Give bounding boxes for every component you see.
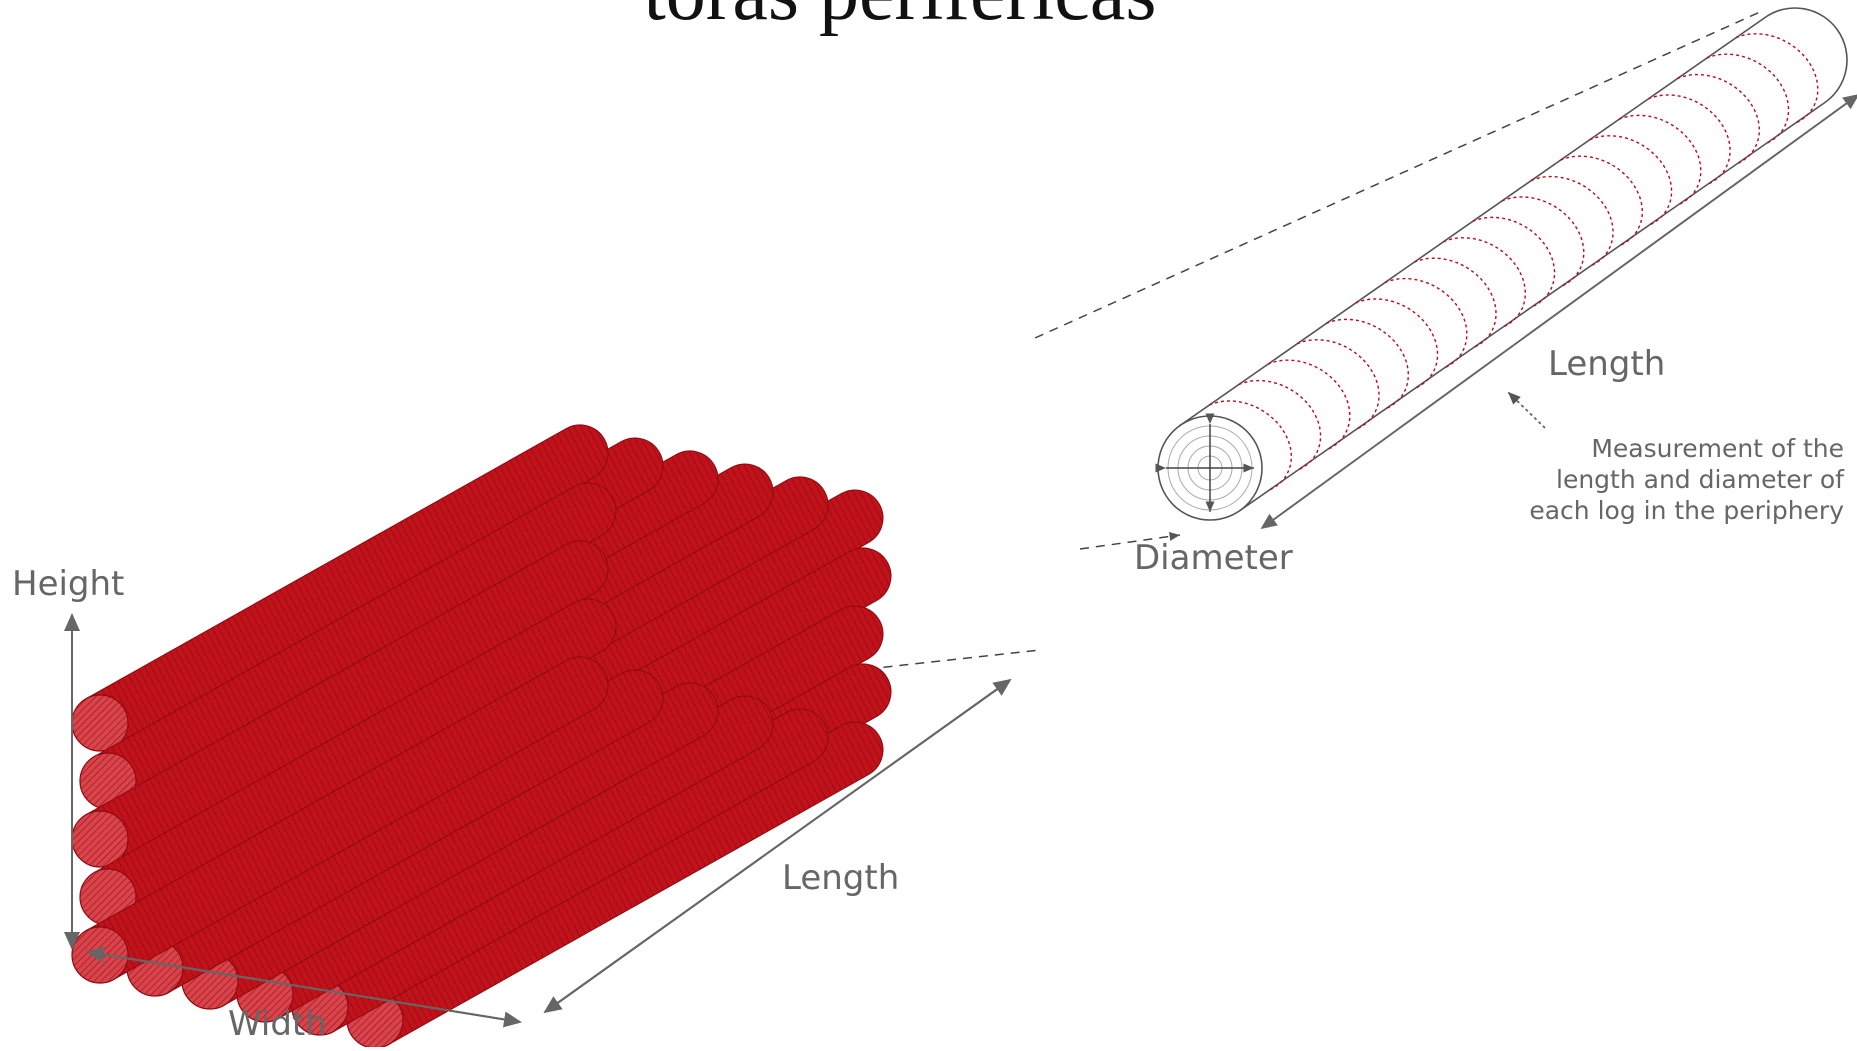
projection-line-top bbox=[1034, 11, 1761, 339]
log-ring-marker bbox=[1326, 318, 1409, 410]
measurement-pointer bbox=[1507, 391, 1546, 429]
log-ring-marker bbox=[1589, 135, 1673, 226]
length-arrow-back bbox=[543, 679, 1011, 1014]
single-log-detail bbox=[1155, 7, 1848, 521]
log-length-arrow-back bbox=[1260, 94, 1857, 530]
page-title: toras periféricas bbox=[0, 0, 1800, 39]
log-dimensions bbox=[1260, 93, 1857, 530]
projection-lines bbox=[469, 11, 1761, 714]
log-ring-marker bbox=[1530, 175, 1614, 267]
log-ring-marker bbox=[1384, 277, 1468, 369]
log-length-label: Length bbox=[1548, 344, 1666, 384]
width-arrow-back bbox=[86, 946, 521, 1023]
projection-line-diameter bbox=[1079, 531, 1181, 550]
log-ring-marker bbox=[1413, 257, 1497, 349]
log-ring-marker bbox=[1647, 94, 1731, 185]
log-ring-marker bbox=[1355, 298, 1439, 389]
single-log-body bbox=[1179, 7, 1848, 512]
log-ring-marker bbox=[1560, 155, 1643, 247]
height-label: Height bbox=[12, 564, 125, 604]
log-ring-marker bbox=[1706, 53, 1790, 145]
log-stack bbox=[71, 424, 892, 1049]
log-ring-marker bbox=[1618, 114, 1702, 206]
log-ring-marker bbox=[1472, 216, 1556, 308]
log-ring-marker bbox=[1501, 196, 1585, 287]
stack-dimensions bbox=[64, 613, 1012, 1028]
log-ring-marker bbox=[1735, 33, 1819, 124]
stack-length-label: Length bbox=[782, 858, 900, 898]
width-label: Width bbox=[228, 1004, 327, 1044]
log-ring-marker bbox=[1296, 339, 1380, 430]
log-ring-marker bbox=[1267, 359, 1351, 451]
log-ring-marker bbox=[1443, 237, 1526, 328]
measurement-note: Measurement of the length and diameter o… bbox=[1529, 434, 1844, 525]
diameter-label: Diameter bbox=[1134, 538, 1293, 578]
log-ring-marker bbox=[1238, 379, 1322, 471]
log-ring-marker bbox=[1677, 73, 1760, 165]
log-ring-marker bbox=[1209, 400, 1292, 491]
